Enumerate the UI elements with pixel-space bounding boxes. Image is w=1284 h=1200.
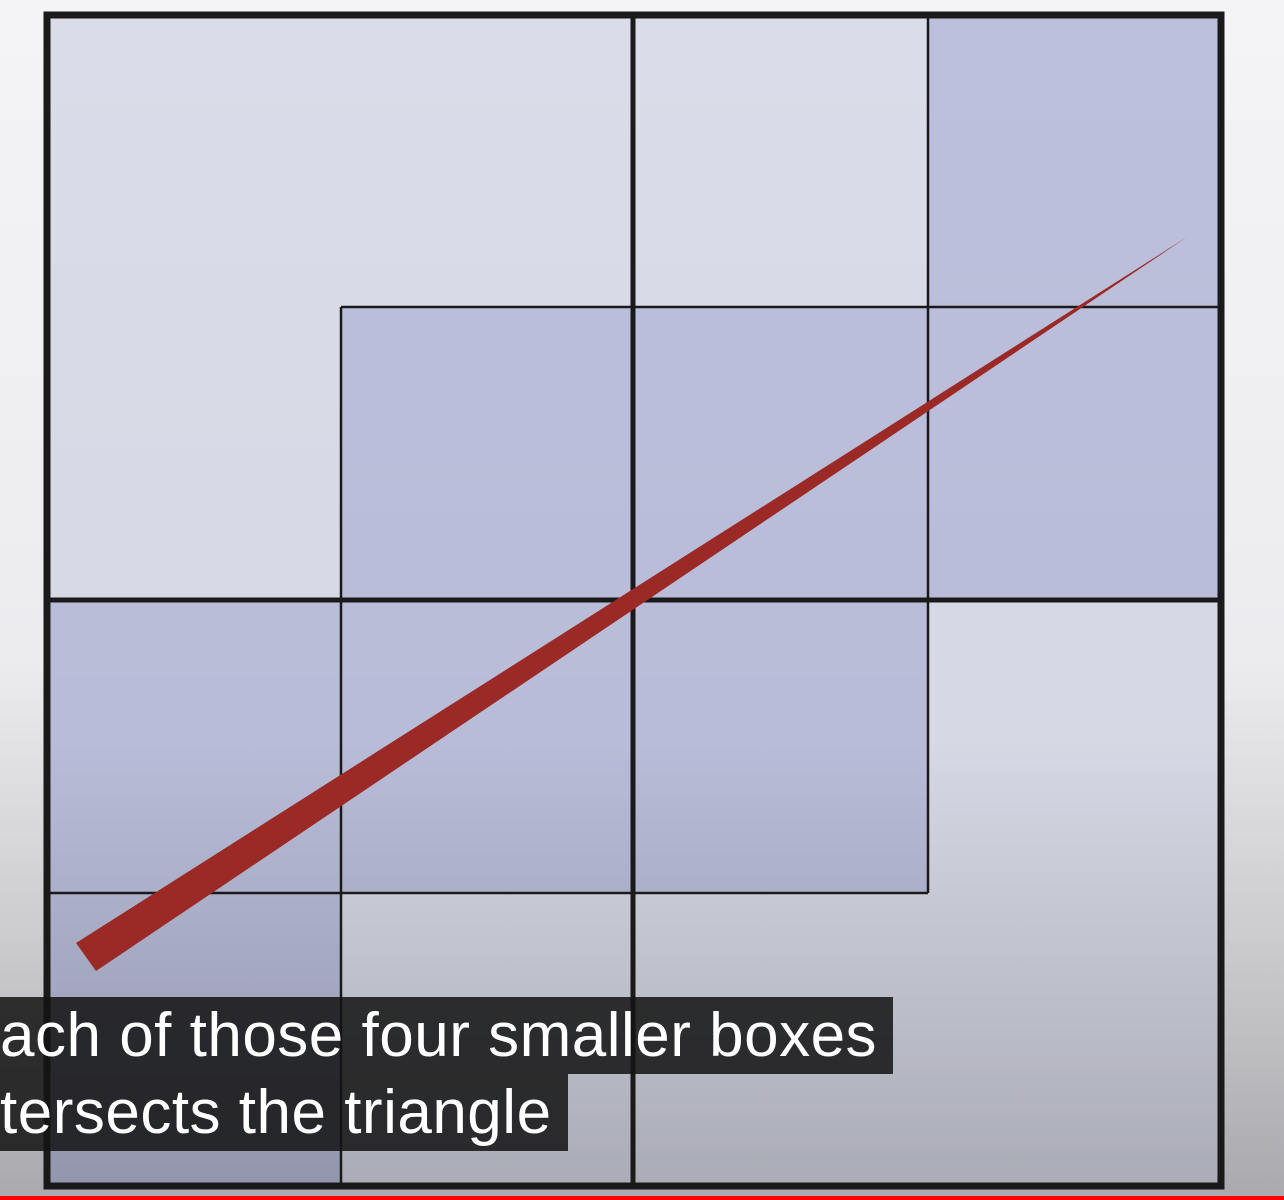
subtitle-line-1: ach of those four smaller boxes [0, 997, 894, 1074]
subtitle-line-2: tersects the triangle [0, 1074, 568, 1151]
video-progress-fill [0, 1196, 1284, 1200]
red-triangle [76, 237, 1187, 971]
outer-square-border [43, 11, 1225, 1190]
subtitle-area: ach of those four smaller boxes tersects… [0, 997, 894, 1151]
video-progress-bar[interactable] [0, 1196, 1284, 1200]
